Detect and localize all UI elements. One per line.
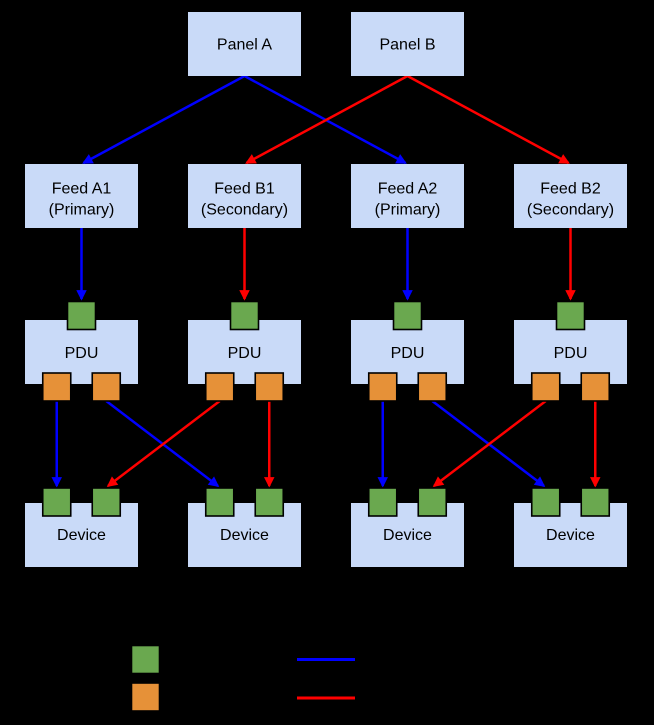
panel-b-box [351, 12, 464, 76]
node-device-3: Device [351, 487, 464, 567]
pdu3-outlet-port-2 [417, 372, 448, 402]
pdu1-label: PDU [65, 345, 99, 362]
feed-b2-box [514, 164, 627, 228]
panel-b-label: Panel B [379, 37, 435, 54]
node-feed-a2: Feed A2 (Primary) [351, 164, 464, 228]
device4-input-port-2 [580, 487, 611, 517]
feed-a2-role: (Primary) [375, 201, 441, 218]
node-device-2: Device [188, 487, 301, 567]
pdu4-label: PDU [554, 345, 588, 362]
feed-a2-name: Feed A2 [378, 181, 438, 198]
device1-label: Device [57, 527, 106, 544]
pdu2-outlet-port-1 [204, 372, 235, 402]
feed-a1-box [25, 164, 138, 228]
arrow-pdu2-to-device1 [106, 400, 221, 487]
panel-a-box [188, 12, 301, 76]
pdu1-outlet-port-1 [41, 372, 72, 402]
panel-a-label: Panel A [217, 37, 272, 54]
node-pdu-1: PDU [25, 300, 138, 402]
panel-to-feed-arrows [82, 74, 570, 165]
pdu4-outlet-port-2 [580, 372, 611, 402]
pdu-to-device-arrows [51, 400, 601, 488]
pdu3-outlet-port-1 [367, 372, 398, 402]
feed-b2-name: Feed B2 [540, 181, 601, 198]
legend [130, 644, 355, 712]
pdu4-outlet-port-1 [530, 372, 561, 402]
device2-input-port-1 [204, 487, 235, 517]
device3-input-port-2 [417, 487, 448, 517]
node-feed-b1: Feed B1 (Secondary) [188, 164, 301, 228]
pdu4-input-port [555, 300, 586, 331]
node-device-1: Device [25, 487, 138, 567]
node-pdu-3: PDU [351, 300, 464, 402]
feed-b2-role: (Secondary) [527, 201, 614, 218]
device3-input-port-1 [367, 487, 398, 517]
pdu1-outlet-port-2 [91, 372, 122, 402]
node-feed-a1: Feed A1 (Primary) [25, 164, 138, 228]
pdu2-label: PDU [228, 345, 262, 362]
device3-label: Device [383, 527, 432, 544]
feed-b1-name: Feed B1 [214, 181, 275, 198]
feed-b2-label: Feed B2 (Secondary) [527, 181, 614, 219]
pdu1-input-port [66, 300, 97, 331]
node-feed-b2: Feed B2 (Secondary) [514, 164, 627, 228]
feed-b1-label: Feed B1 (Secondary) [201, 181, 288, 219]
node-device-4: Device [514, 487, 627, 567]
device1-input-port-2 [91, 487, 122, 517]
legend-input-port-swatch [130, 644, 161, 675]
node-pdu-2: PDU [188, 300, 301, 402]
arrow-panel-b-to-feed-b1 [245, 74, 409, 165]
arrow-pdu4-to-device3 [432, 400, 547, 487]
feed-a1-name: Feed A1 [52, 181, 112, 198]
feed-b1-box [188, 164, 301, 228]
node-pdu-4: PDU [514, 300, 627, 402]
pdu2-input-port [229, 300, 260, 331]
arrow-panel-a-to-feed-a1 [82, 74, 246, 165]
pdu3-input-port [392, 300, 423, 331]
feed-to-pdu-arrows [76, 228, 576, 301]
device4-label: Device [546, 527, 595, 544]
device4-input-port-1 [530, 487, 561, 517]
feed-b1-role: (Secondary) [201, 201, 288, 218]
feed-a1-role: (Primary) [49, 201, 115, 218]
device1-input-port-1 [41, 487, 72, 517]
legend-outlet-port-swatch [130, 682, 161, 712]
feed-a2-box [351, 164, 464, 228]
pdu2-outlet-port-2 [254, 372, 285, 402]
node-panel-b: Panel B [351, 12, 464, 76]
feed-a2-label: Feed A2 (Primary) [375, 181, 441, 219]
device2-input-port-2 [254, 487, 285, 517]
node-panel-a: Panel A [188, 12, 301, 76]
arrow-panel-b-to-feed-b2 [406, 74, 570, 165]
device2-label: Device [220, 527, 269, 544]
pdu3-label: PDU [391, 345, 425, 362]
feed-a1-label: Feed A1 (Primary) [49, 181, 115, 219]
